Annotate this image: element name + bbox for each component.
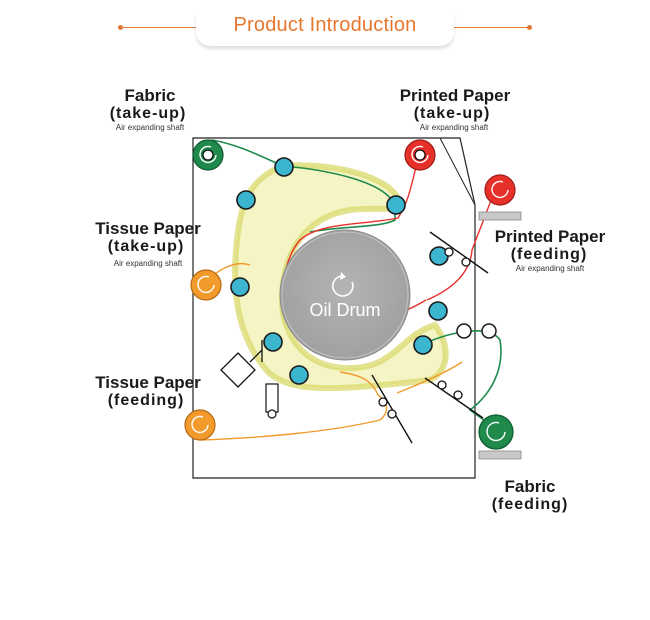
drum-inner-ring	[281, 231, 409, 359]
drum-label: Oil Drum	[310, 300, 381, 320]
label-role: (feeding)	[492, 496, 569, 513]
idler-roller	[456, 323, 472, 339]
guide-roller	[263, 332, 283, 352]
label-role: (take-up)	[110, 105, 187, 122]
tensioner-lower	[424, 377, 484, 419]
label-tissue-takeup: Tissue Paper (take-up) Air expanding sha…	[95, 219, 201, 268]
guide-roller	[386, 195, 406, 215]
label-note: Air expanding shaft	[114, 259, 183, 268]
label-printed-takeup: Printed Paper (take-up) Air expanding sh…	[400, 86, 511, 132]
label-note: Air expanding shaft	[116, 123, 185, 132]
idler-roller	[481, 323, 497, 339]
guide-roller	[413, 335, 433, 355]
tissue-takeup-shaft	[190, 269, 222, 301]
page-title: Product Introduction	[233, 14, 417, 36]
frame-inner-line	[439, 137, 476, 206]
label-role: (take-up)	[414, 105, 491, 122]
printed-feeding-shaft	[484, 174, 516, 206]
label-role: (feeding)	[511, 246, 588, 263]
tensioner-tissue	[371, 374, 413, 444]
tensioner-upper	[429, 231, 489, 274]
label-title: Tissue Paper	[95, 219, 201, 238]
drive-unit	[220, 340, 279, 419]
printed-takeup-shaft	[404, 139, 436, 171]
label-title: Tissue Paper	[95, 373, 201, 392]
header-left-line	[120, 27, 200, 28]
header-right-line	[450, 27, 530, 28]
label-role: (take-up)	[108, 238, 185, 255]
fabric-feeding-shaft	[478, 414, 514, 450]
label-role: (feeding)	[108, 392, 185, 409]
label-note: Air expanding shaft	[420, 123, 489, 132]
label-title: Fabric	[124, 86, 175, 105]
header-bar: Product Introduction	[0, 0, 650, 50]
guide-roller	[230, 277, 250, 297]
tissue-feeding-shaft	[184, 409, 216, 441]
guide-roller	[274, 157, 294, 177]
feed-plate	[478, 211, 522, 221]
yellow-belt	[232, 162, 449, 392]
header-tab	[196, 12, 454, 46]
label-fabric-takeup: Fabric (take-up) Air expanding shaft	[110, 86, 187, 132]
drum-rotation-arrowhead	[340, 272, 346, 280]
drum-rotation-icon	[332, 275, 354, 297]
guide-roller	[289, 365, 309, 385]
label-printed-feeding: Printed Paper (feeding) Air expanding sh…	[495, 227, 606, 273]
label-tissue-feeding: Tissue Paper (feeding)	[95, 373, 201, 409]
label-title: Printed Paper	[400, 86, 511, 105]
header-right-dot	[527, 25, 532, 30]
label-fabric-feeding: Fabric (feeding)	[492, 477, 569, 513]
label-note: Air expanding shaft	[516, 264, 585, 273]
label-title: Fabric	[504, 477, 555, 496]
guide-roller	[428, 301, 448, 321]
tissue-in-line	[396, 361, 463, 394]
feed-plate	[478, 450, 522, 460]
label-title: Printed Paper	[495, 227, 606, 246]
guide-roller	[236, 190, 256, 210]
fabric-takeup-shaft	[192, 139, 224, 171]
